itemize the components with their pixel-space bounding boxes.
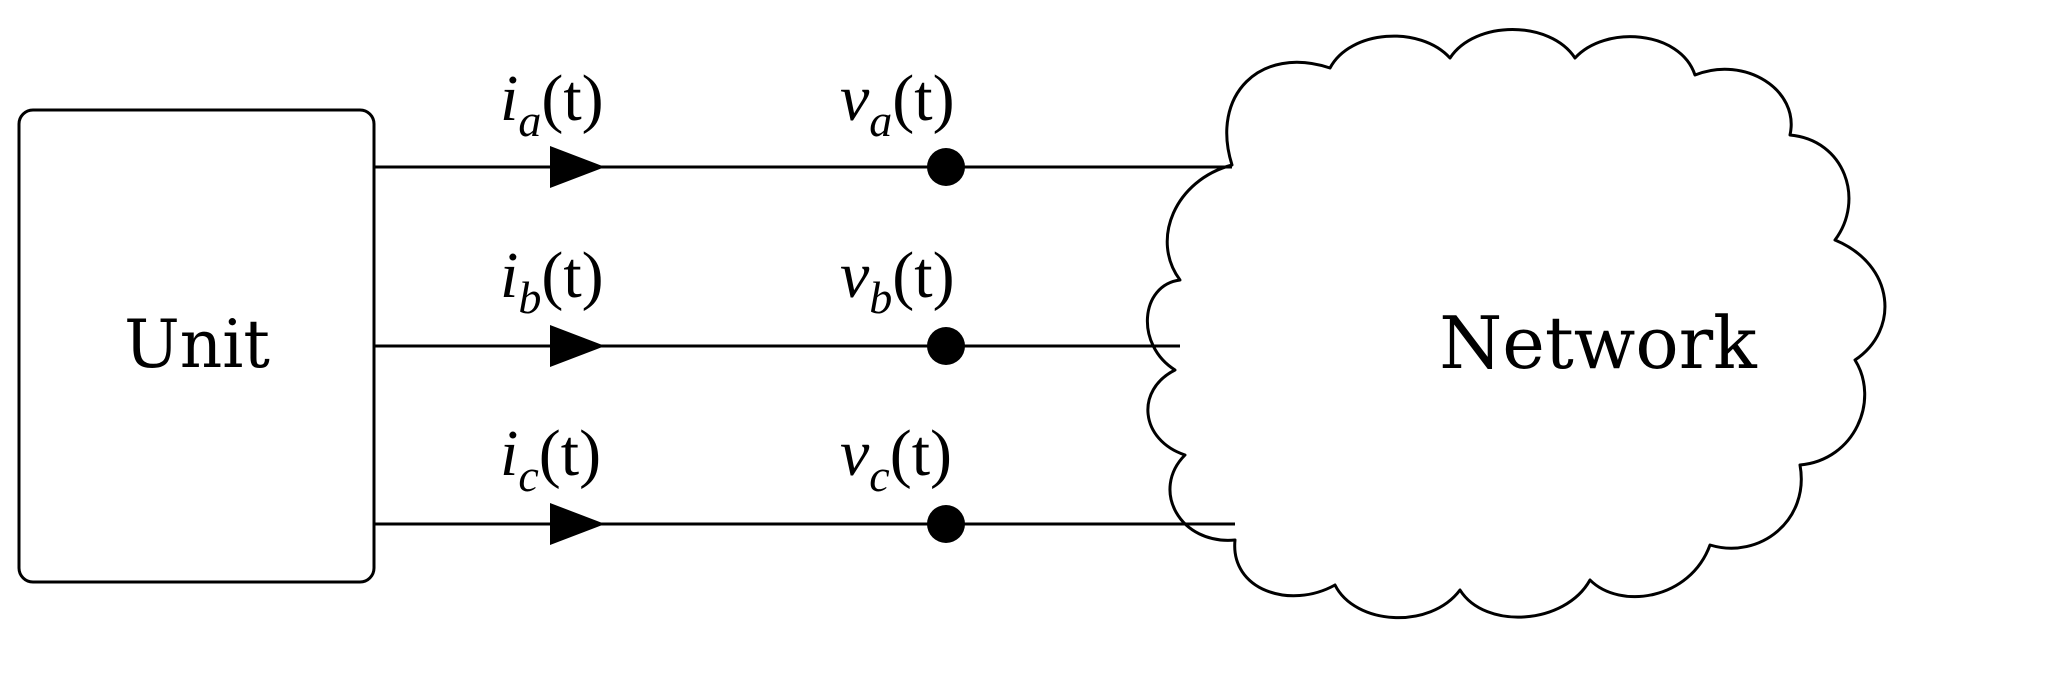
network-label: Network — [1439, 301, 1758, 385]
phase-b-current-label: ib(t) — [500, 239, 604, 323]
network-cloud: Network — [1145, 28, 1887, 619]
phase-a-current-arrow — [550, 146, 605, 188]
phase-b-current-arrow — [550, 325, 605, 367]
phase-c-voltage-label: vc(t) — [840, 417, 952, 501]
phase-c: ic(t) vc(t) — [374, 417, 1235, 545]
phase-a-voltage-label: va(t) — [840, 62, 955, 146]
phase-a: ia(t) va(t) — [374, 62, 1232, 188]
phase-c-node — [927, 505, 965, 543]
phase-b-node — [927, 327, 965, 365]
unit-block: Unit — [17, 108, 376, 584]
unit-label: Unit — [124, 306, 270, 383]
phase-b-voltage-label: vb(t) — [840, 239, 955, 323]
phase-a-current-label: ia(t) — [500, 62, 604, 146]
phase-c-current-arrow — [550, 503, 605, 545]
phase-c-current-label: ic(t) — [500, 417, 601, 501]
cloud-outline — [1145, 28, 1887, 619]
phase-b: ib(t) vb(t) — [374, 239, 1180, 367]
phase-a-node — [927, 148, 965, 186]
